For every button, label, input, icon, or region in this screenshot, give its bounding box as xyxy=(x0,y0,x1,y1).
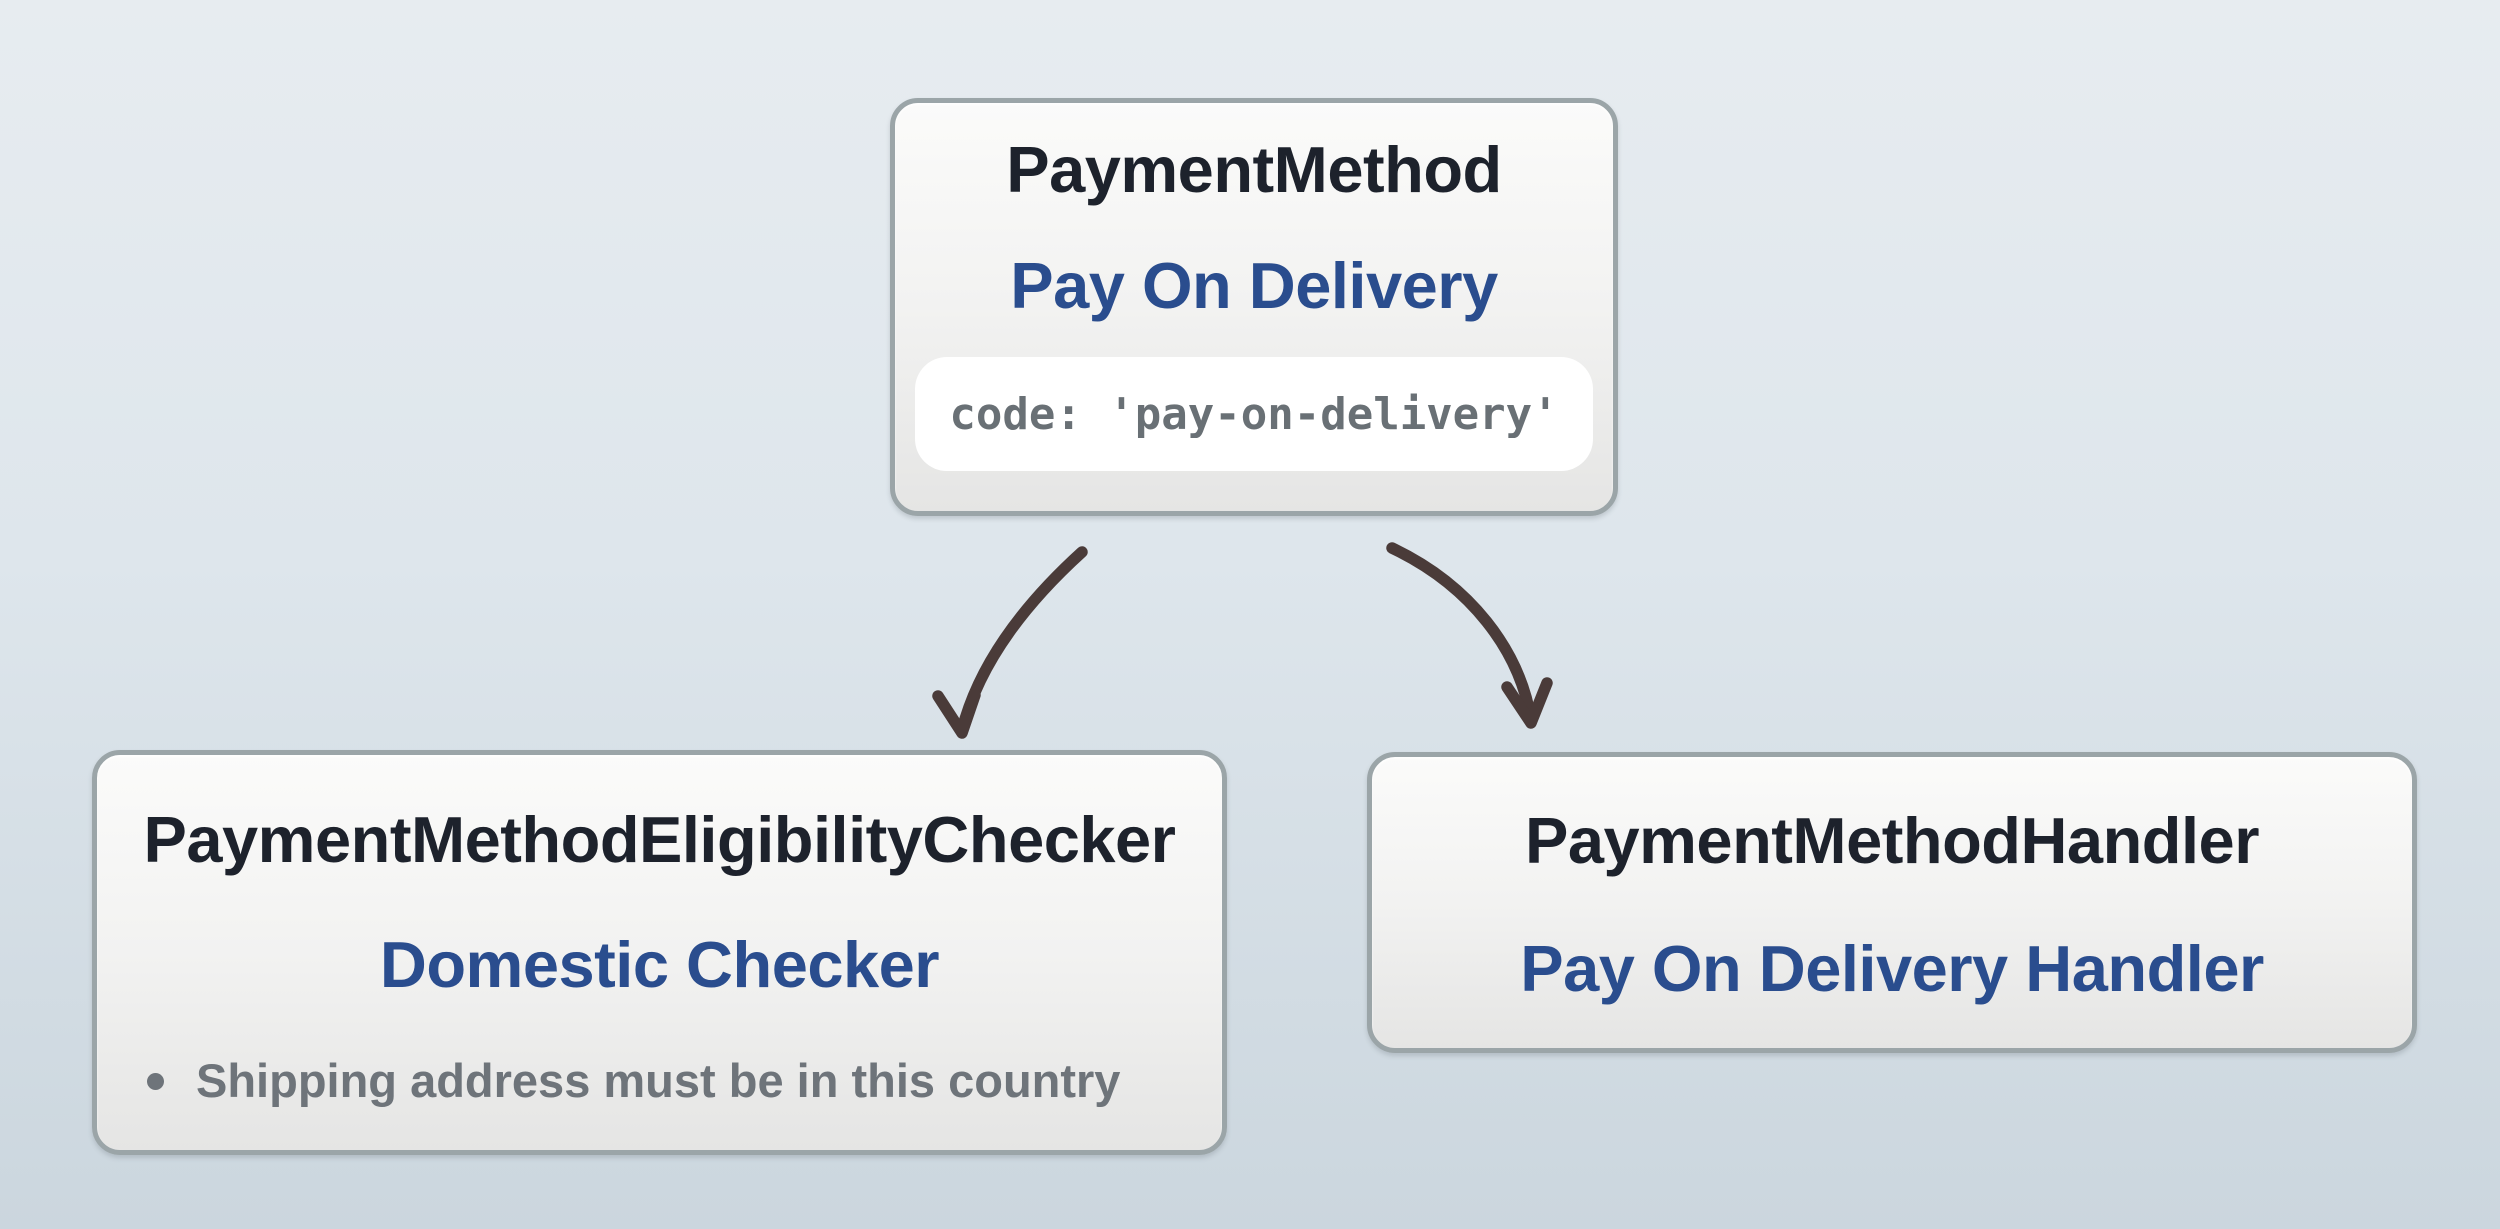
handler-subtitle: Pay On Delivery Handler xyxy=(1520,932,2264,1005)
eligibility-checker-subtitle: Domestic Checker xyxy=(379,928,940,1001)
payment-method-node: PaymentMethod Pay On Delivery code: 'pay… xyxy=(890,98,1618,516)
arrow-payment-to-checker-icon xyxy=(932,546,1088,739)
payment-method-code-pill: code: 'pay-on-delivery' xyxy=(915,357,1593,471)
eligibility-checker-node: PaymentMethodEligibilityChecker Domestic… xyxy=(92,750,1227,1155)
eligibility-rule-text: Shipping address must be in this country xyxy=(196,1054,1121,1107)
arrow-payment-to-handler-icon xyxy=(1386,542,1553,729)
handler-title: PaymentMethodHandler xyxy=(1524,804,2260,877)
payment-method-title: PaymentMethod xyxy=(1006,133,1502,206)
eligibility-checker-title: PaymentMethodEligibilityChecker xyxy=(143,803,1176,876)
eligibility-rule-item: Shipping address must be in this country xyxy=(97,1054,1120,1108)
handler-node: PaymentMethodHandler Pay On Delivery Han… xyxy=(1367,752,2417,1053)
payment-method-subtitle: Pay On Delivery xyxy=(1010,249,1498,322)
bullet-icon xyxy=(147,1072,164,1090)
payment-method-code: code: 'pay-on-delivery' xyxy=(949,388,1559,440)
